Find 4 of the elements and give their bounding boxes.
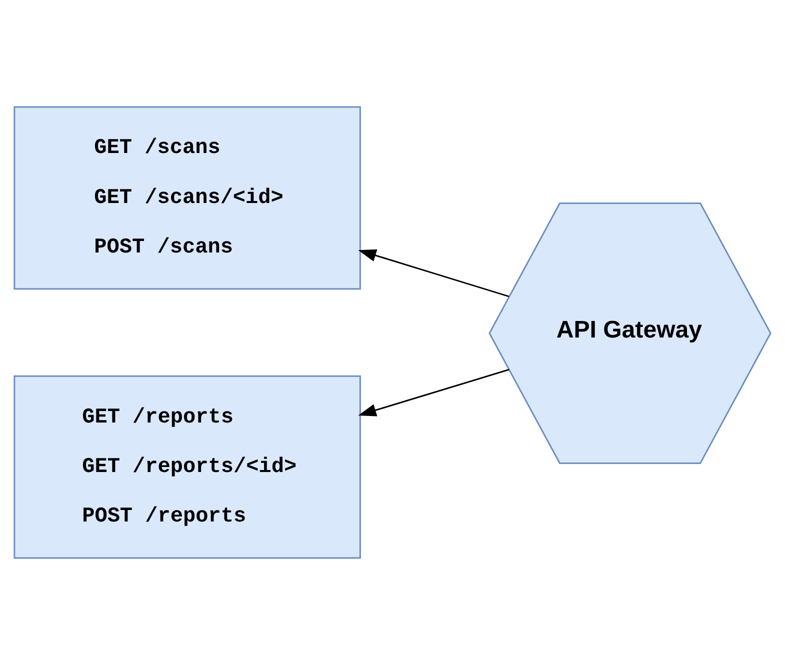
node-box: GET /reports GET /reports/<id> POST /reports	[14, 374, 361, 558]
node-box: GET /scans GET /scans/<id> POST /scans	[14, 106, 361, 290]
arrow	[358, 368, 510, 416]
arrow	[358, 248, 510, 297]
